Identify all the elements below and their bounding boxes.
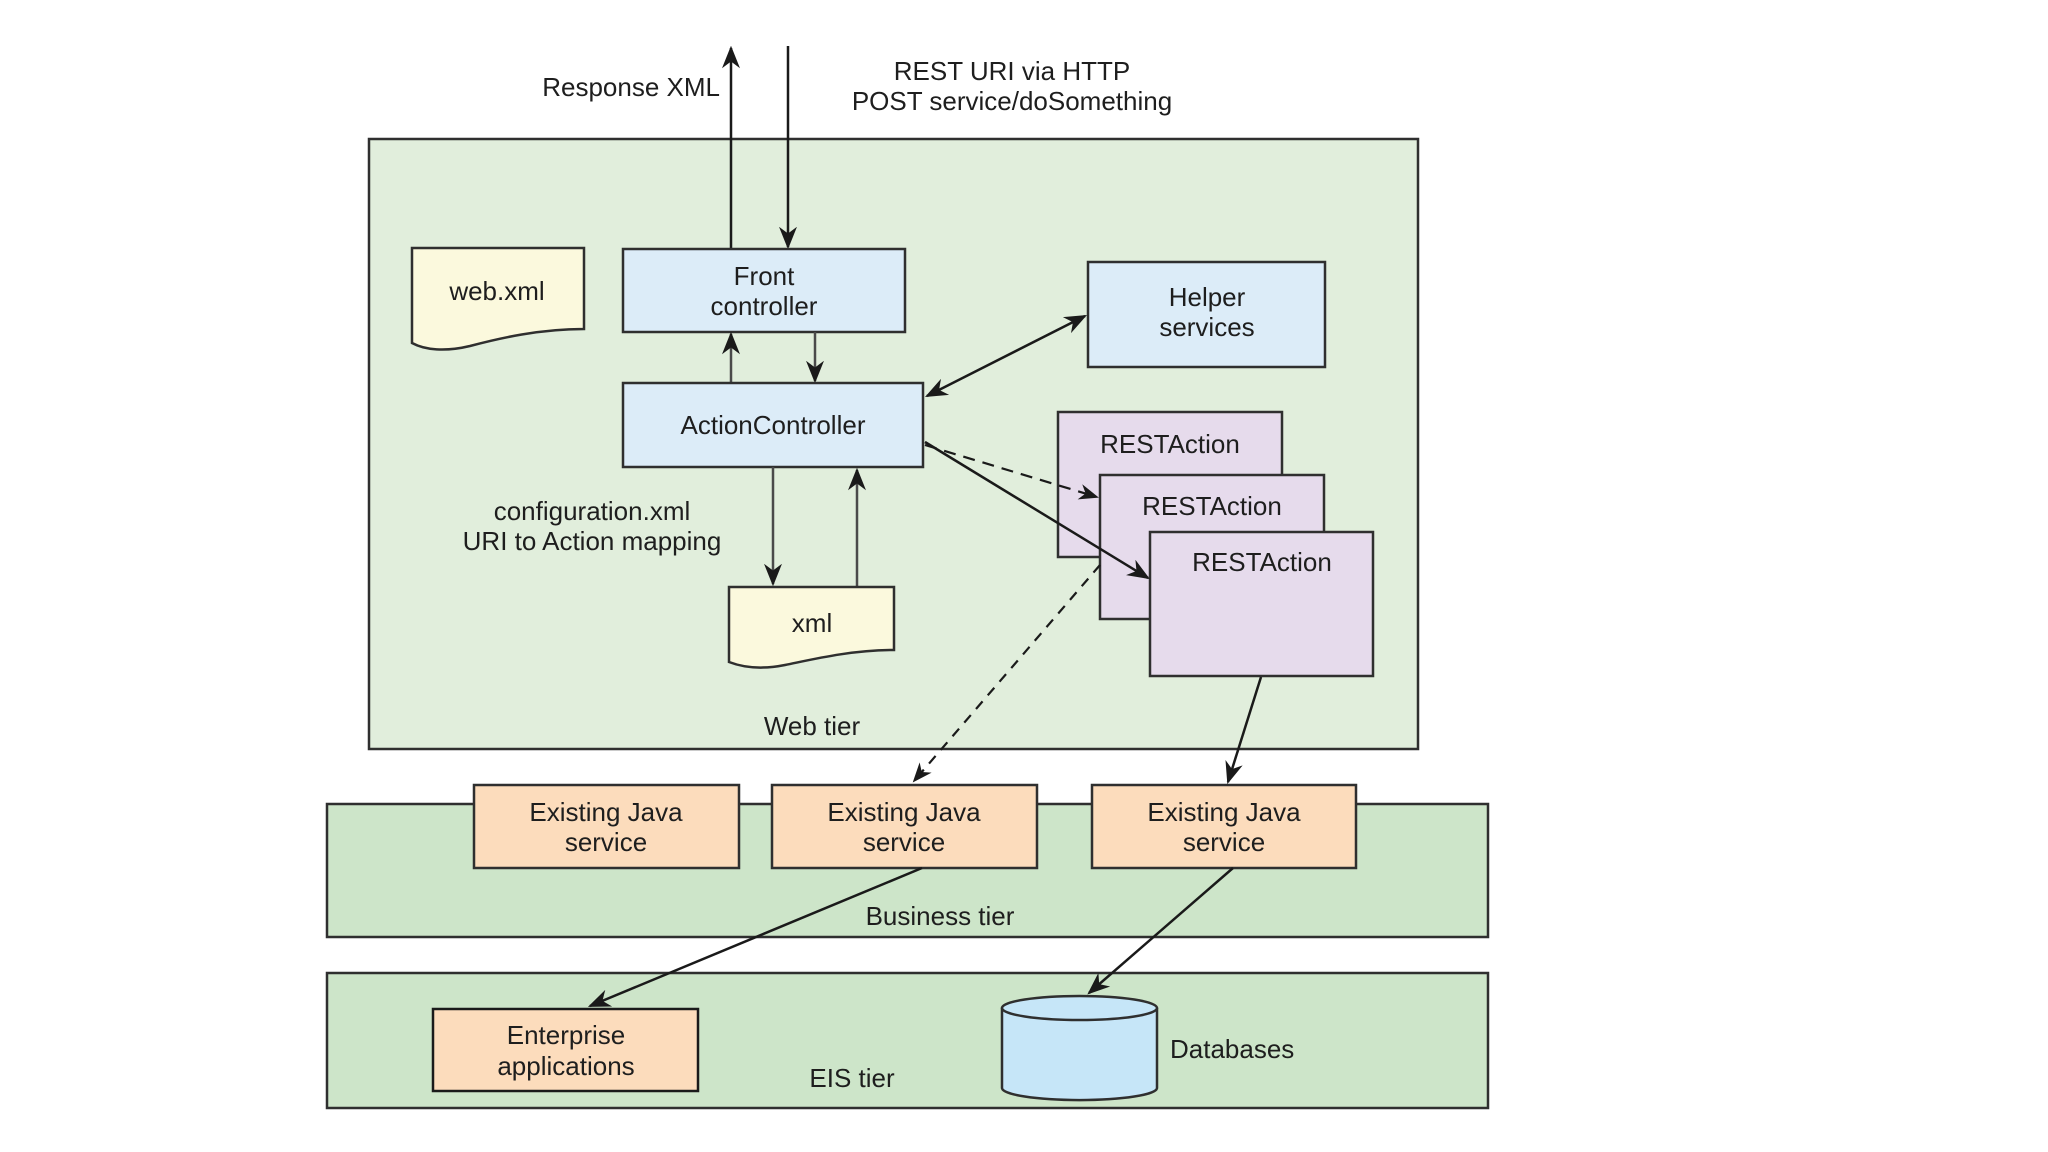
databases-label: Databases <box>1170 1034 1294 1064</box>
service2-to-enterprise-arrow <box>587 866 923 1008</box>
service3-to-database-arrow <box>1087 867 1234 995</box>
rest-to-service2-dashed-arrow <box>912 564 1101 783</box>
business-tier-label: Business tier <box>866 901 1015 931</box>
java-service-label-1-line2: service <box>565 827 647 857</box>
request-label-line2: POST service/doSomething <box>852 86 1172 116</box>
java-service-box-2 <box>770 783 1039 870</box>
web-xml-label: web.xml <box>448 276 544 306</box>
action-helper-double-arrow <box>924 314 1088 398</box>
action-to-rest-solid-arrow <box>924 440 1150 580</box>
action-to-rest-dashed-arrow <box>924 443 1099 500</box>
enterprise-apps-box <box>431 1007 700 1093</box>
config-label-line2: URI to Action mapping <box>463 526 722 556</box>
action-controller-label: ActionController <box>681 410 866 440</box>
xml-document <box>727 585 896 669</box>
eis-tier-label: EIS tier <box>809 1063 895 1093</box>
response-xml-label: Response XML <box>542 72 720 102</box>
java-service-label-2-line2: service <box>863 827 945 857</box>
java-service-label-3-line2: service <box>1183 827 1265 857</box>
java-service-label-3-line1: Existing Java <box>1147 797 1301 827</box>
request-label-line1: REST URI via HTTP <box>894 56 1130 86</box>
enterprise-apps-label-line2: applications <box>497 1051 634 1081</box>
web-xml-document <box>410 246 586 351</box>
rest-action-label-3: RESTAction <box>1192 547 1332 577</box>
web-tier-label: Web tier <box>764 711 861 741</box>
xml-document-label: xml <box>792 608 832 638</box>
rest-action-box-3 <box>1148 530 1375 678</box>
java-service-box-3 <box>1090 783 1358 870</box>
database-icon <box>1000 994 1159 1102</box>
java-service-label-1-line1: Existing Java <box>529 797 683 827</box>
front-controller-label-line2: controller <box>711 291 818 321</box>
helper-services-label-line2: services <box>1159 312 1254 342</box>
action-controller-box <box>621 381 925 469</box>
front-controller-label-line1: Front <box>734 261 795 291</box>
java-service-label-2-line1: Existing Java <box>827 797 981 827</box>
config-label-line1: configuration.xml <box>494 496 691 526</box>
java-service-box-1 <box>472 783 741 870</box>
helper-services-label-line1: Helper <box>1169 282 1246 312</box>
rest-action-label-2: RESTAction <box>1142 491 1282 521</box>
enterprise-apps-label-line1: Enterprise <box>507 1020 626 1050</box>
rest-to-service3-arrow <box>1225 676 1263 785</box>
rest-action-label-1: RESTAction <box>1100 429 1240 459</box>
front-controller-box <box>621 247 907 334</box>
helper-services-box <box>1086 260 1327 369</box>
